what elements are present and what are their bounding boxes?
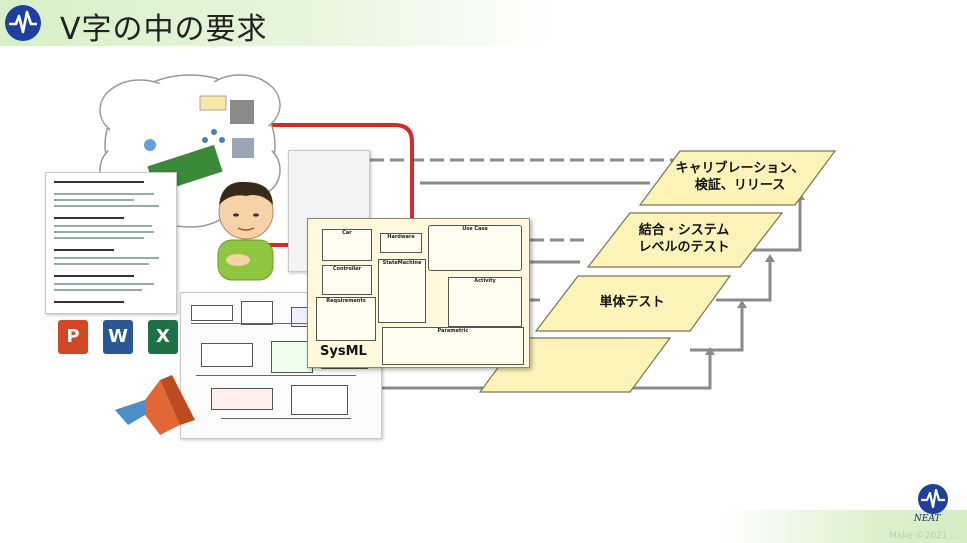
word-icon: W xyxy=(103,320,133,354)
sysml-box-statemachine: StateMachine xyxy=(378,259,426,323)
title-band xyxy=(0,0,560,46)
arrow-head-3 xyxy=(737,300,747,308)
matlab-logo-icon xyxy=(115,375,195,435)
heatsink-sketch xyxy=(230,100,254,124)
note-sketch xyxy=(199,95,227,111)
gear-sketch xyxy=(144,139,156,151)
band-label-calibration: キャリブレーション、 検証、リリース xyxy=(675,161,805,193)
sysml-box-parametric: Parametric xyxy=(382,327,524,365)
sysml-box-hardware: Hardware xyxy=(380,233,422,253)
sysml-box-activity: Activity xyxy=(448,277,522,327)
return-arrow-2 xyxy=(716,262,772,302)
chip-sketch xyxy=(232,138,254,158)
footer-band xyxy=(720,510,967,543)
band-label-integration: 結合・システム レベルのテスト xyxy=(638,223,730,255)
arrow-head-2 xyxy=(765,254,775,262)
band-integration xyxy=(586,212,784,268)
band-calibration xyxy=(638,150,837,206)
sysml-box-requirements: Requirements xyxy=(316,297,376,341)
band-label-unit-test: 単体テスト xyxy=(599,295,665,310)
thinking-person xyxy=(217,181,274,281)
sysml-box-car: Car xyxy=(322,229,372,261)
sysml-label: SysML xyxy=(320,344,367,359)
company-logo-icon xyxy=(5,5,41,41)
return-arrow-3 xyxy=(690,308,744,352)
arrow-head-4 xyxy=(705,347,715,355)
footer-copyright: Make ©2021 ... xyxy=(889,531,959,541)
requirements-document xyxy=(45,172,177,314)
page-title: V字の中の要求 xyxy=(60,12,268,47)
return-arrow-1 xyxy=(748,200,802,252)
neat-logo-icon xyxy=(918,484,948,514)
sysml-diagram: Car Hardware Use Case Controller StateMa… xyxy=(307,218,530,368)
band-unit-test xyxy=(534,275,732,332)
excel-icon: X xyxy=(148,320,178,354)
neat-logo-text: NEAT xyxy=(914,514,941,524)
sysml-box-usecase: Use Case xyxy=(428,225,522,271)
sysml-box-controller: Controller xyxy=(322,265,372,295)
powerpoint-icon: P xyxy=(58,320,88,354)
